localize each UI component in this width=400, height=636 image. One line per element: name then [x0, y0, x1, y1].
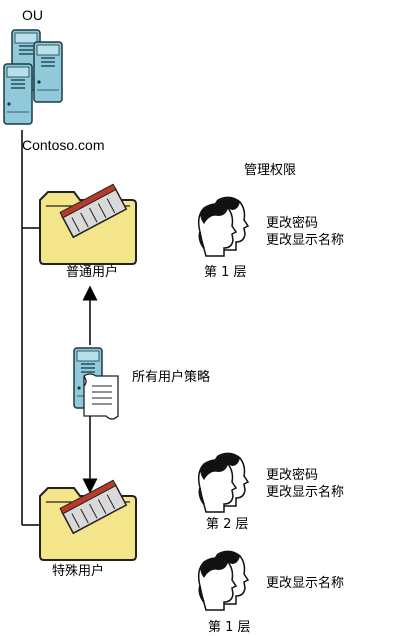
tier-label: 第 1 层	[204, 265, 247, 280]
tier-label: 第 1 层	[208, 620, 251, 635]
permissions-title: 管理权限	[244, 163, 297, 178]
ou-label: OU	[22, 7, 43, 23]
permission-line: 更改显示名称	[266, 576, 345, 591]
permission-line: 更改密码	[266, 216, 319, 231]
admin-group-3-icon	[197, 550, 249, 611]
tree-connector-lines	[21, 130, 40, 526]
tier-label: 第 2 层	[206, 517, 249, 532]
permission-line: 更改密码	[266, 468, 319, 483]
ou-folder-normal-icon[interactable]	[39, 183, 137, 265]
admin-group-1-icon	[197, 196, 249, 257]
ou-normal-users-label: 普通用户	[66, 265, 119, 280]
policy-label: 所有用户策略	[132, 370, 211, 385]
permission-line: 更改显示名称	[266, 233, 345, 248]
domain-server-cluster-icon	[3, 29, 63, 125]
policy-document-icon	[83, 373, 119, 420]
ou-special-users-label: 特殊用户	[52, 564, 105, 579]
admin-group-2-icon	[197, 452, 249, 513]
domain-name: Contoso.com	[22, 137, 105, 153]
permission-line: 更改显示名称	[266, 485, 345, 500]
ou-folder-special-icon[interactable]	[39, 479, 137, 561]
